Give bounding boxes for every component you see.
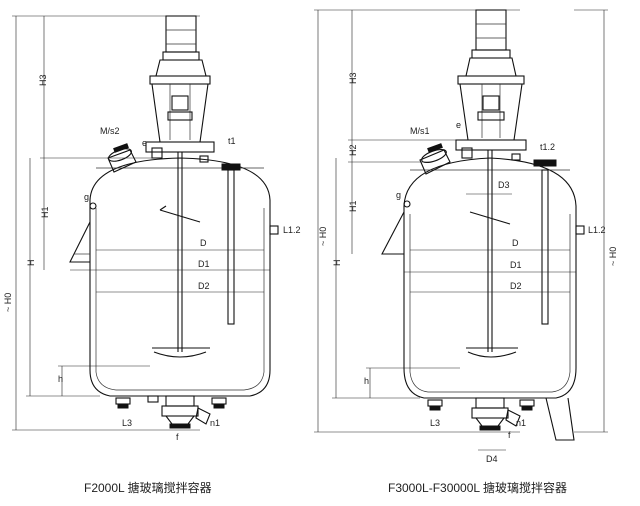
left-label-d: D (200, 238, 207, 248)
right-label-f: f (508, 430, 511, 440)
right-dimensions (314, 9, 608, 451)
left-vessel-shell (89, 157, 271, 397)
left-label-h1: H1 (40, 206, 50, 218)
right-label-d1: D1 (510, 260, 522, 270)
right-label-d: D (512, 238, 519, 248)
left-label-l3: L3 (122, 418, 132, 428)
left-drive-base (145, 141, 215, 153)
right-labels: H3 H2 H1 H ~ H0 ~ H0 h M/s1 e t1.2 g D3 … (318, 72, 618, 495)
left-caption: F2000L 搪玻璃搅拌容器 (84, 480, 212, 495)
left-label-n1: n1 (210, 418, 220, 428)
right-label-e: e (456, 120, 461, 130)
left-label-f: f (176, 432, 179, 442)
right-label-d4: D4 (486, 454, 498, 464)
right-label-d2: D2 (510, 281, 522, 291)
right-label-small-h: h (364, 376, 369, 386)
right-vessel (381, 9, 585, 441)
left-labels: H3 H1 H ~ H0 h M/s2 e t1 g D D1 D2 L1.2 … (3, 74, 301, 495)
right-label-h3: H3 (348, 72, 358, 84)
left-label-t: t1 (228, 136, 236, 146)
left-motor (165, 15, 197, 53)
right-caption: F3000L-F30000L 搪玻璃搅拌容器 (388, 480, 567, 495)
right-label-h0-right: ~ H0 (608, 247, 618, 266)
right-label-d3: D3 (498, 180, 510, 190)
left-vessel (69, 15, 279, 429)
left-label-h0: ~ H0 (3, 293, 13, 312)
left-label-d1: D1 (198, 259, 210, 269)
right-label-g: g (396, 190, 401, 200)
right-label-h: H (332, 260, 342, 267)
left-label-h3: H3 (38, 74, 48, 86)
right-drive-base (455, 139, 527, 151)
left-dimensions (12, 15, 270, 431)
right-label-l12: L1.2 (588, 225, 606, 235)
right-label-h1: H1 (348, 200, 358, 212)
left-label-e: e (142, 138, 147, 148)
right-label-h2: H2 (348, 144, 358, 156)
left-label-l12: L1.2 (283, 225, 301, 235)
right-label-h0: ~ H0 (318, 227, 328, 246)
left-label-manhole: M/s2 (100, 126, 120, 136)
right-label-manhole: M/s1 (410, 126, 430, 136)
left-label-d2: D2 (198, 281, 210, 291)
right-label-t: t1.2 (540, 142, 555, 152)
right-label-l3: L3 (430, 418, 440, 428)
left-label-g: g (84, 192, 89, 202)
right-label-n1: n1 (516, 418, 526, 428)
right-motor (475, 9, 507, 51)
left-label-small-h: h (58, 374, 63, 384)
left-label-h: H (26, 260, 36, 267)
